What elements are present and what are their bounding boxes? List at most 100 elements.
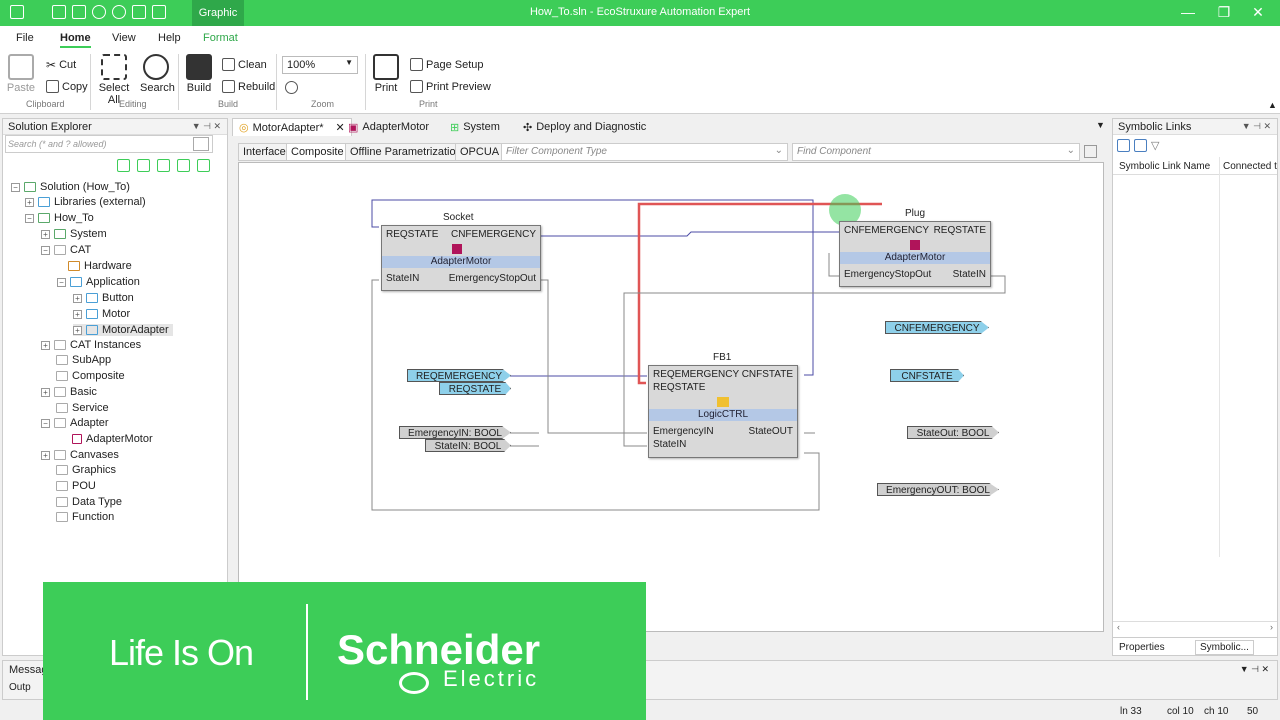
close-icon[interactable]: ✕ — [335, 122, 345, 134]
tree-item-function[interactable]: Function — [56, 511, 114, 523]
solution-search-input[interactable]: Search (* and ? allowed) — [5, 135, 213, 153]
build-button[interactable]: Build — [184, 54, 214, 94]
sort-icon[interactable] — [177, 159, 190, 172]
fb1-pin-emergencyin[interactable]: EmergencyIN — [653, 426, 714, 437]
collapse-ribbon-icon[interactable]: ▲ — [1268, 100, 1277, 110]
fb1-pin-stateout[interactable]: StateOUT — [748, 426, 793, 437]
col-connected-to[interactable]: Connected t — [1223, 161, 1277, 172]
redo-icon[interactable] — [112, 5, 126, 19]
fb1-pin-reqemergency[interactable]: REQEMERGENCY — [653, 369, 740, 380]
cut-button[interactable]: ✂ Cut — [46, 58, 76, 72]
tree-item-graphics[interactable]: Graphics — [56, 464, 116, 476]
filter-component-type-input[interactable]: Filter Component Type ⌄ — [501, 143, 788, 161]
print-button[interactable]: Print — [370, 54, 402, 94]
tree-item-cat-instances[interactable]: +CAT Instances — [41, 339, 141, 351]
input-statein[interactable]: StateIN: BOOL — [425, 439, 511, 452]
diagram-canvas[interactable]: Socket REQSTATE CNFEMERGENCY AdapterMoto… — [238, 162, 1104, 632]
panel-controls[interactable]: ▼ ⊣ ✕ — [1239, 664, 1269, 674]
plug-pin-cnfemergency[interactable]: CNFEMERGENCY — [844, 225, 930, 236]
tree-item-data-type[interactable]: Data Type — [56, 496, 122, 508]
tree-item-pou[interactable]: POU — [56, 480, 96, 492]
graphic-context-tab[interactable]: Graphic — [192, 0, 244, 26]
filter-icon[interactable] — [197, 159, 210, 172]
search-tool-icon[interactable] — [193, 137, 209, 151]
undo-icon[interactable] — [92, 5, 106, 19]
subtab-interface[interactable]: Interface — [238, 143, 291, 161]
socket-block[interactable]: REQSTATE CNFEMERGENCY AdapterMotor State… — [381, 225, 541, 291]
fb1-pin-reqstate[interactable]: REQSTATE — [653, 382, 706, 393]
socket-pin-statein[interactable]: StateIN — [386, 273, 420, 284]
find-component-input[interactable]: Find Component ⌄ — [792, 143, 1080, 161]
tree-item-cat[interactable]: −CAT — [41, 244, 91, 256]
tab-file[interactable]: File — [16, 32, 34, 44]
tree-item-how-to[interactable]: −How_To — [25, 212, 94, 224]
minimize-button[interactable]: — — [1181, 4, 1195, 20]
move-icon[interactable] — [157, 159, 170, 172]
subtab-composite[interactable]: Composite — [286, 143, 349, 161]
subtab-offline-parametrization[interactable]: Offline Parametrization — [345, 143, 467, 161]
plug-pin-reqstate[interactable]: REQSTATE — [933, 225, 986, 236]
socket-pin-emergencystopout[interactable]: EmergencyStopOut — [448, 273, 536, 284]
tree-item-libraries[interactable]: +Libraries (external) — [25, 196, 146, 208]
zoom-select[interactable]: 100% ▼ — [282, 56, 358, 74]
page-setup-button[interactable]: Page Setup — [410, 58, 484, 71]
tab-home[interactable]: Home — [60, 32, 91, 48]
tab-menu-icon[interactable]: ▼ — [1096, 120, 1105, 130]
tab-symbolic[interactable]: Symbolic... — [1195, 640, 1254, 655]
tree-item-motoradapter[interactable]: +MotorAdapter — [73, 324, 173, 336]
tree-item-button[interactable]: +Button — [73, 292, 134, 304]
output-cnfemergency[interactable]: CNFEMERGENCY — [885, 321, 989, 334]
rebuild-button[interactable]: Rebuild — [222, 80, 275, 93]
add-icon[interactable] — [117, 159, 130, 172]
plug-pin-statein[interactable]: StateIN — [952, 269, 986, 280]
doc-tab-adaptermotor[interactable]: ▣ AdapterMotor — [342, 118, 435, 136]
doc-tab-system[interactable]: ⊞ System — [444, 118, 506, 136]
clean-button[interactable]: Clean — [222, 58, 267, 71]
output-tab[interactable]: Outp — [9, 682, 31, 693]
zoom-icon[interactable] — [285, 81, 298, 94]
paste-button[interactable]: Paste — [6, 54, 36, 94]
horizontal-scrollbar[interactable]: ‹› — [1113, 621, 1277, 633]
output-cnfstate[interactable]: CNFSTATE — [890, 369, 964, 382]
col-symbolic-link-name[interactable]: Symbolic Link Name — [1119, 161, 1211, 172]
save-all-icon[interactable] — [72, 5, 86, 19]
fb1-pin-statein[interactable]: StateIN — [653, 439, 687, 450]
tree-item-canvases[interactable]: +Canvases — [41, 449, 119, 461]
find-options-icon[interactable] — [1084, 145, 1097, 158]
fb1-block[interactable]: REQEMERGENCY REQSTATE CNFSTATE LogicCTRL… — [648, 365, 798, 458]
tree-item-service[interactable]: Service — [56, 402, 109, 414]
deploy-icon[interactable] — [152, 5, 166, 19]
plug-block[interactable]: CNFEMERGENCY REQSTATE AdapterMotor Emerg… — [839, 221, 991, 287]
socket-pin-cnfemergency[interactable]: CNFEMERGENCY — [450, 229, 536, 240]
close-button[interactable]: ✕ — [1252, 4, 1264, 20]
tree-item-adapter[interactable]: −Adapter — [41, 417, 109, 429]
input-reqemergency[interactable]: REQEMERGENCY — [407, 369, 511, 382]
select-all-button[interactable]: Select All — [94, 54, 134, 106]
network-icon[interactable] — [132, 5, 146, 19]
print-preview-button[interactable]: Print Preview — [410, 80, 491, 93]
doc-tab-deploy[interactable]: ✣ Deploy and Diagnostic — [517, 118, 652, 136]
tree-item-system[interactable]: +System — [41, 228, 107, 240]
unlink-icon[interactable] — [1134, 139, 1147, 152]
panel-controls[interactable]: ▼ ⊣ ✕ — [1241, 121, 1271, 131]
tree-item-application[interactable]: −Application — [57, 276, 140, 288]
save-icon[interactable] — [52, 5, 66, 19]
filter-icon[interactable]: ▽ — [1151, 140, 1160, 152]
socket-pin-reqstate[interactable]: REQSTATE — [386, 229, 439, 240]
tab-properties[interactable]: Properties — [1119, 642, 1165, 653]
tab-help[interactable]: Help — [158, 32, 181, 44]
input-reqstate[interactable]: REQSTATE — [439, 382, 511, 395]
output-stateout[interactable]: StateOut: BOOL — [907, 426, 999, 439]
tree-item-adaptermotor[interactable]: AdapterMotor — [72, 433, 153, 445]
link-icon[interactable] — [1117, 139, 1130, 152]
tab-format[interactable]: Format — [203, 32, 238, 44]
tab-view[interactable]: View — [112, 32, 136, 44]
fb1-pin-cnfstate[interactable]: CNFSTATE — [741, 369, 793, 380]
tree-item-basic[interactable]: +Basic — [41, 386, 97, 398]
add-child-icon[interactable] — [137, 159, 150, 172]
panel-controls[interactable]: ▼ ⊣ ✕ — [191, 121, 221, 131]
copy-button[interactable]: Copy — [46, 80, 88, 93]
search-button[interactable]: Search — [140, 54, 175, 94]
tree-item-subapp[interactable]: SubApp — [56, 354, 111, 366]
maximize-button[interactable]: ❐ — [1217, 4, 1231, 20]
